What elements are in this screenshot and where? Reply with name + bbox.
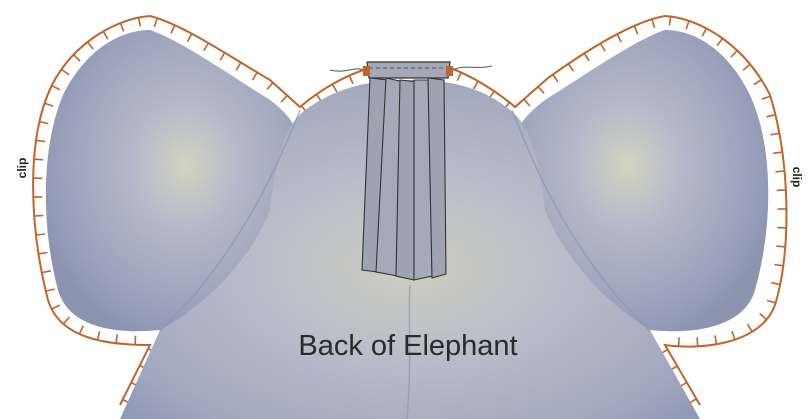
clip-tick xyxy=(120,23,123,31)
clip-tick xyxy=(220,53,225,61)
clip-tick xyxy=(154,18,157,27)
clip-tick xyxy=(553,75,558,82)
clip-tick xyxy=(584,53,589,61)
clip-tick xyxy=(770,133,779,135)
clip-tick xyxy=(63,317,69,324)
clip-tick xyxy=(103,31,108,39)
clip-tick xyxy=(36,234,45,235)
clip-tick xyxy=(332,84,337,92)
clip-tick xyxy=(715,335,717,344)
clip-tick xyxy=(747,324,752,332)
clip-tick xyxy=(762,96,771,99)
clip-tick xyxy=(474,81,478,89)
clip-tick xyxy=(776,171,785,172)
clip-tick xyxy=(52,305,60,309)
clip-tick xyxy=(88,42,94,49)
clip-tick xyxy=(42,271,51,273)
clip-tick xyxy=(760,314,767,320)
pattern-title: Back of Elephant xyxy=(298,330,517,362)
clip-tick xyxy=(777,190,786,191)
clip-label-left: clip xyxy=(15,158,29,179)
clip-tick xyxy=(538,87,544,94)
clip-tick xyxy=(669,17,670,26)
clip-tick xyxy=(45,103,54,106)
clip-tick xyxy=(743,64,750,70)
clip-tick xyxy=(34,159,43,160)
clip-tick xyxy=(188,34,192,42)
clip-tick xyxy=(773,152,782,153)
clip-tick xyxy=(139,18,141,27)
clip-tick xyxy=(568,64,573,71)
clip-tick xyxy=(74,55,81,61)
clip-tick xyxy=(62,69,69,74)
clip-tick xyxy=(236,63,241,71)
clip-tick xyxy=(171,25,175,33)
clip-tick xyxy=(524,99,530,106)
clip-tick xyxy=(634,26,638,34)
clip-tick xyxy=(281,95,287,102)
clip-tick xyxy=(617,34,621,42)
clip-tick xyxy=(349,76,353,84)
clip-tick xyxy=(767,300,776,303)
clip-tick xyxy=(116,334,117,343)
clip-tick xyxy=(732,331,735,340)
clip-tick xyxy=(253,72,258,80)
clip-tick xyxy=(457,73,461,81)
clip-tick xyxy=(204,43,209,51)
clip-tick xyxy=(79,326,83,334)
clip-tick xyxy=(754,80,762,85)
clip-tick xyxy=(601,43,606,51)
clip-tick xyxy=(39,253,48,254)
clip-tick xyxy=(679,337,680,346)
clip-label-right: clip xyxy=(790,167,804,188)
clip-tick xyxy=(776,246,785,247)
clip-tick xyxy=(34,215,43,216)
clip-tick xyxy=(717,38,722,45)
clip-tick xyxy=(267,83,273,90)
clip-tick xyxy=(46,289,55,291)
clip-tick xyxy=(767,115,776,117)
clip-tick xyxy=(686,21,689,30)
clip-tick xyxy=(40,122,49,124)
clip-tick xyxy=(731,51,737,58)
clip-tick xyxy=(774,265,783,266)
clip-tick xyxy=(97,331,99,340)
clip-tick xyxy=(771,283,780,285)
clip-tick xyxy=(652,19,655,28)
clip-tick xyxy=(52,86,60,90)
clip-tick xyxy=(36,140,45,141)
clip-tick xyxy=(702,28,706,36)
